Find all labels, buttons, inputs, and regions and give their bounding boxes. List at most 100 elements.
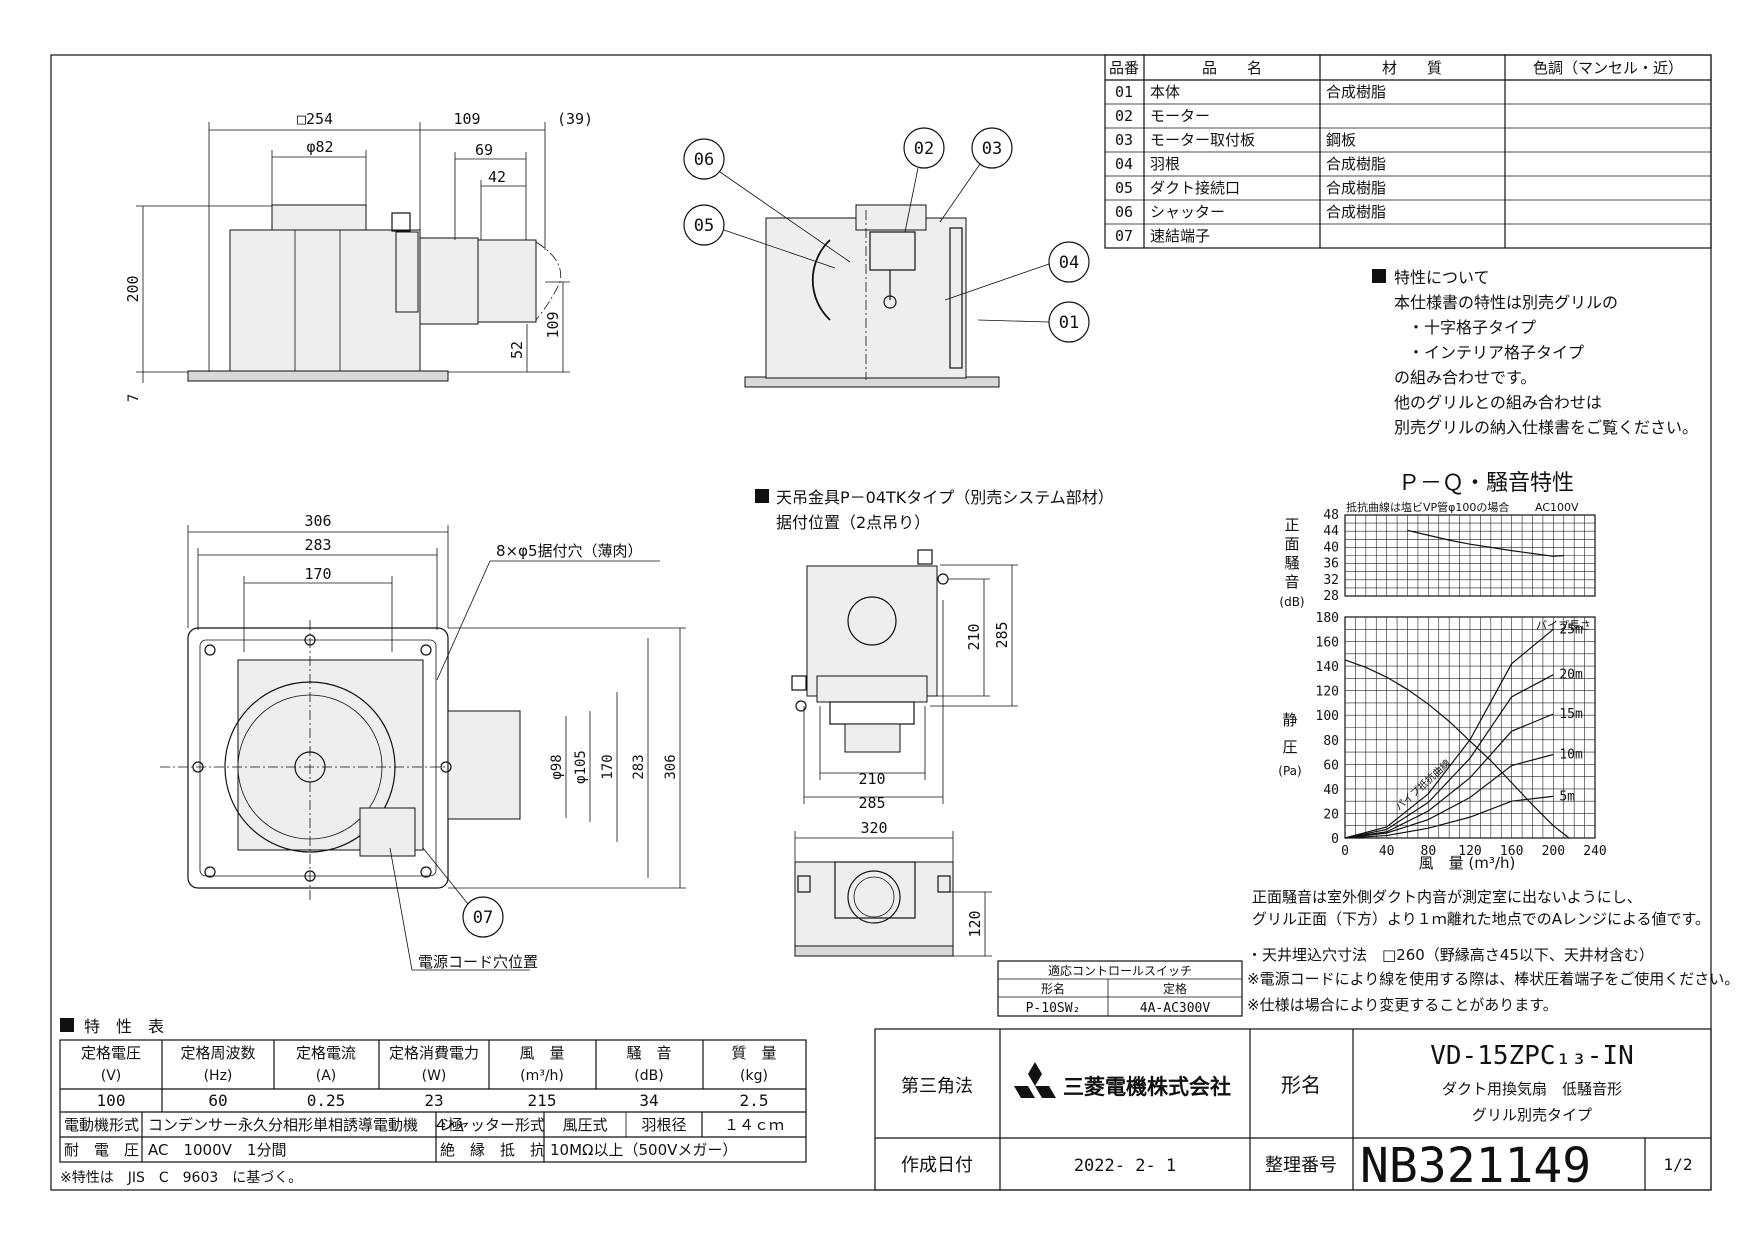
footnote-line: ・天井埋込穴寸法 □260（野縁高さ45以下、天井材含む）	[1247, 946, 1654, 964]
pq-ytick: 80	[1323, 734, 1339, 749]
spec-unit: (Hz)	[204, 1068, 233, 1084]
mounting-hole-icon	[420, 644, 432, 656]
part-number: 04	[1115, 155, 1133, 173]
note-bullet-square	[1372, 269, 1386, 283]
part-name: 本体	[1150, 83, 1180, 101]
number-label: 整理番号	[1265, 1155, 1337, 1176]
control-switch-table: 適応コントロールスイッチ 形名 定格 P-10SW₂ 4A-AC300V	[997, 960, 1243, 1017]
characteristics-note: 特性について 本仕様書の特性は別売グリルの ・十字格子タイプ ・インテリア格子タ…	[1372, 268, 1698, 437]
balloon-02: 02	[914, 139, 934, 159]
footnote-line: 正面騒音は室外側ダクト内音が測定室に出ないようにし、	[1252, 888, 1642, 906]
noise-ylabel: 騒	[1284, 554, 1299, 572]
dim-69: 69	[475, 141, 493, 159]
mounting-hole-icon	[304, 870, 316, 882]
pq-xtick: 40	[1379, 844, 1395, 859]
pipe-resistance-curve	[1344, 628, 1554, 839]
note-line: の組み合わせです。	[1394, 368, 1536, 387]
parts-header-no: 品番	[1109, 59, 1139, 77]
note-line: 別売グリルの納入仕様書をご覧ください。	[1394, 418, 1698, 437]
dim-200: 200	[124, 275, 142, 302]
spec-unit: (m³/h)	[520, 1068, 564, 1084]
blade-diameter-label: 羽根径	[641, 1116, 686, 1134]
part-number: 01	[1115, 83, 1133, 101]
balloon-01: 01	[1059, 313, 1079, 333]
insulation-value: 10MΩ以上（500Vメガー）	[550, 1141, 737, 1159]
balloon-03: 03	[982, 139, 1002, 159]
creation-date: 2022- 2- 1	[1074, 1156, 1176, 1176]
hanger-view: 天吊金具P－04TKタイプ（別売システム部材） 据付位置（2点吊り） 210 2…	[755, 488, 1114, 957]
hanger-subtitle: 据付位置（2点吊り）	[776, 513, 930, 532]
footnote-line: ※仕様は場合により変更することがあります。	[1247, 996, 1558, 1014]
noise-ytick: 28	[1323, 589, 1339, 604]
part-material: 合成樹脂	[1326, 155, 1386, 173]
parts-header-name: 品 名	[1202, 59, 1262, 77]
spec-header: 風 量	[519, 1044, 564, 1062]
part-name: モーター取付板	[1150, 131, 1255, 149]
part-material: 合成樹脂	[1326, 83, 1386, 101]
mounting-hole-icon	[204, 644, 216, 656]
pipe-resistance-curve	[1344, 795, 1554, 839]
dim-283-vertical: 283	[631, 754, 647, 779]
dim-hanger-120: 120	[966, 910, 984, 937]
control-switch-col-model: 形名	[1041, 981, 1065, 996]
spec-bullet-square	[60, 1018, 74, 1032]
dim-hanger-320: 320	[860, 819, 887, 837]
grille-note: グリル別売タイプ	[1472, 1106, 1592, 1124]
parts-header-material: 材 質	[1382, 59, 1442, 77]
control-switch-model: P-10SW₂	[1026, 1001, 1081, 1016]
pq-xtick: 240	[1583, 844, 1606, 859]
pressure-ylabel-unit: (Pa)	[1278, 764, 1301, 778]
pq-ytick: 140	[1316, 660, 1339, 675]
pipe-resistance-curve	[1344, 713, 1554, 839]
spec-header: 定格電圧	[81, 1044, 141, 1062]
pq-xlabel: 風 量 (m³/h)	[1419, 854, 1516, 872]
dim-52: 52	[508, 341, 526, 359]
part-name: 羽根	[1150, 155, 1180, 173]
part-material: 合成樹脂	[1326, 203, 1386, 221]
pipe-resistance-curve	[1344, 674, 1554, 839]
pq-ytick: 180	[1316, 611, 1339, 626]
pq-ytick: 60	[1323, 758, 1339, 773]
noise-chart-voltage: AC100V	[1535, 501, 1579, 514]
note-line: ・インテリア格子タイプ	[1408, 343, 1584, 362]
mitsubishi-logo-icon	[1014, 1062, 1056, 1098]
spec-table: 特 性 表 定格電圧(V)100定格周波数(Hz)60定格電流(A)0.25定格…	[59, 1017, 807, 1186]
pq-ytick: 20	[1323, 807, 1339, 822]
pq-ytick: 0	[1331, 832, 1339, 847]
balloon-05: 05	[694, 216, 714, 236]
dim-306: 306	[304, 512, 331, 530]
note-line: ・十字格子タイプ	[1408, 318, 1536, 337]
noise-ytick: 40	[1323, 540, 1339, 555]
note-line: 他のグリルとの組み合わせは	[1394, 393, 1602, 412]
pq-xtick: 160	[1500, 844, 1523, 859]
noise-ytick: 48	[1323, 508, 1339, 523]
spec-header: 定格消費電力	[389, 1044, 479, 1062]
spec-unit: (W)	[422, 1068, 447, 1084]
drawing-number: NB321149	[1360, 1138, 1591, 1194]
pipe-length-label: 20m	[1559, 668, 1583, 683]
mounting-hole-icon	[304, 634, 316, 646]
page-number: 1/2	[1664, 1155, 1693, 1174]
dim-170-vertical: 170	[600, 754, 616, 779]
noise-ylabel-unit: (dB)	[1279, 595, 1304, 609]
pipe-length-label: 10m	[1559, 748, 1583, 763]
spec-header: 質 量	[731, 1044, 776, 1062]
mounting-hole-icon	[204, 866, 216, 878]
projection-method: 第三角法	[901, 1076, 973, 1097]
blade-diameter-value: １４ｃｍ	[724, 1116, 784, 1134]
spec-footnote: ※特性は JIS C 9603 に基づく。	[60, 1169, 302, 1186]
control-switch-rating: 4A-AC300V	[1140, 1001, 1211, 1016]
pressure-ylabel: 静	[1282, 711, 1297, 729]
noise-ylabel: 面	[1284, 535, 1299, 553]
model-number: VD-15ZPC₁₃-IN	[1430, 1041, 1634, 1071]
dim-phi98: φ98	[549, 754, 565, 779]
spec-value: 23	[424, 1091, 443, 1110]
pq-curve	[1344, 659, 1570, 839]
spec-title: 特 性 表	[84, 1017, 164, 1036]
shutter-type-label: シャッター形式	[440, 1116, 545, 1134]
part-name: モーター	[1150, 107, 1210, 125]
noise-ytick: 36	[1323, 557, 1339, 572]
pq-xtick: 80	[1421, 844, 1437, 859]
noise-chart-note: 抵抗曲線は塩ビVP管φ100の場合	[1346, 500, 1509, 514]
